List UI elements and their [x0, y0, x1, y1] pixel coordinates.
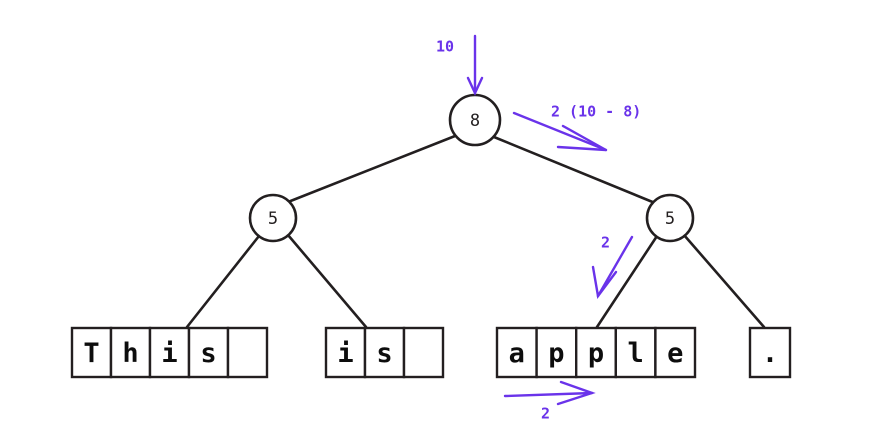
tree-node-label-left-inner: 5: [268, 209, 278, 229]
annotation-apple-offset-label: 2: [541, 405, 550, 423]
annotation-root-remainder-arrow-shaft: [512, 111, 608, 152]
leaf-box-apple-cell-4: [654, 326, 697, 379]
tree-edge-right-inner-to-leaf-apple: [595, 234, 659, 329]
annotation-incoming-count-label: 10: [436, 38, 454, 56]
annotation-incoming-count-arrow-head: [466, 76, 484, 96]
annotation-right-child-count-label: 2: [601, 234, 610, 252]
leaf-box-is-cell-1: [363, 326, 406, 379]
leaf-box-is-cell-2: [402, 326, 445, 379]
tree-edge-left-inner-to-leaf-is: [286, 233, 368, 329]
tree-node-label-right-inner: 5: [665, 209, 675, 229]
leaf-box-is-char-0: i: [337, 338, 353, 369]
leaf-box-apple-char-4: e: [667, 338, 683, 369]
tree-node-right-inner: [645, 193, 695, 243]
tree-node-label-root: 8: [470, 111, 480, 131]
leaf-box-this-char-2: i: [161, 338, 177, 369]
leaf-box-period-cell-0: [748, 326, 792, 379]
leaf-box-apple-char-2: p: [588, 338, 604, 369]
leaf-box-apple-char-3: l: [627, 338, 643, 369]
leaf-box-this-cell-3: [187, 326, 230, 379]
leaf-box-this-cell-4: [226, 326, 269, 379]
annotation-root-remainder-label: 2 (10 - 8): [551, 103, 641, 121]
leaf-box-period-char-0: .: [762, 338, 778, 369]
leaf-box-this-char-1: h: [122, 338, 138, 369]
leaf-box-this-char-3: s: [200, 338, 216, 369]
leaf-box-apple-cell-1: [535, 326, 578, 379]
tree-node-left-inner: [248, 193, 298, 243]
leaf-box-this-char-0: T: [83, 338, 99, 369]
tree-edge-right-inner-to-leaf-dot: [682, 233, 766, 329]
leaf-box-apple-cell-0: [495, 326, 538, 379]
annotation-apple-offset-arrow-shaft: [503, 391, 594, 398]
tree-edge-root-to-left-inner: [286, 134, 457, 204]
leaf-box-is-char-1: s: [376, 338, 392, 369]
annotation-root-remainder-arrow-head: [556, 124, 607, 152]
leaf-box-apple-char-0: a: [509, 338, 525, 369]
leaf-box-apple-cell-2: [575, 326, 618, 379]
annotation-apple-offset-arrow-head: [556, 380, 596, 406]
tree-edge-root-to-right-inner: [492, 135, 657, 205]
leaf-box-apple-char-1: p: [548, 338, 564, 369]
annotation-right-child-count-arrow-head: [591, 265, 618, 299]
leaf-box-this-cell-2: [148, 326, 191, 379]
annotation-right-child-count-arrow-shaft: [596, 235, 634, 298]
tree-edge-left-inner-to-leaf-this: [185, 234, 261, 329]
